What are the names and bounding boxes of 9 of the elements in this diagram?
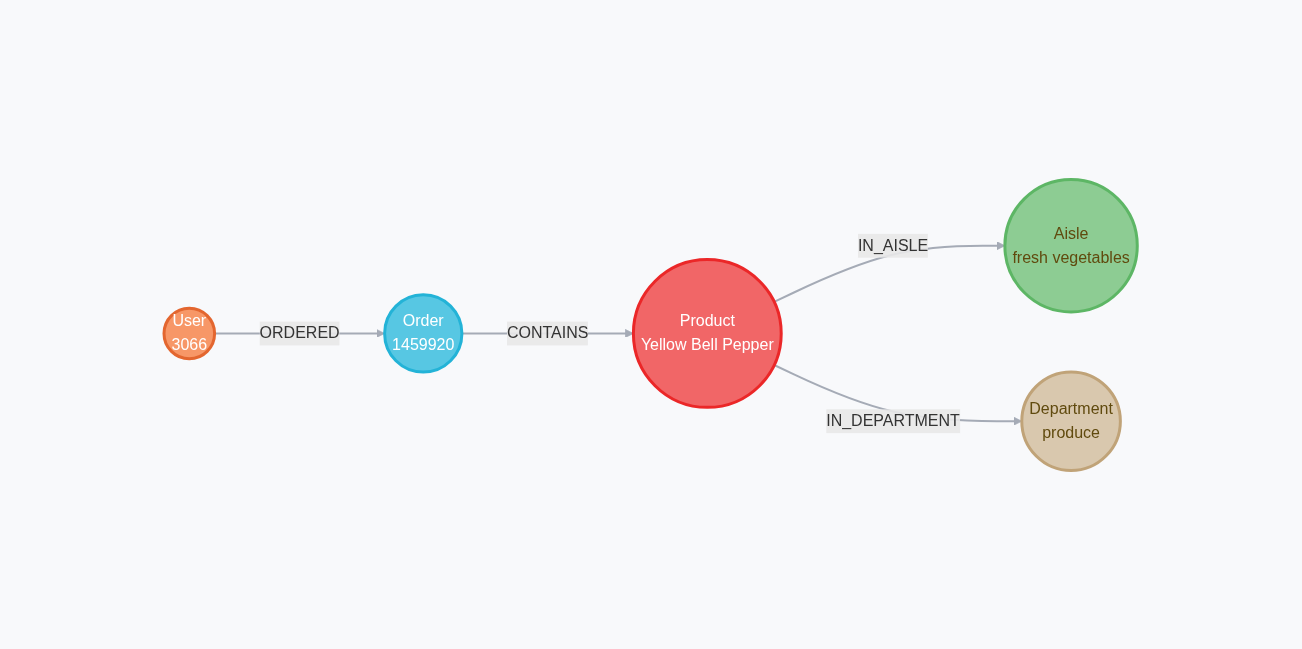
node-circle: Order 1459920 [383,292,464,374]
node-circle: Aisle fresh vegetables [1003,177,1140,313]
edge-label: IN_DEPARTMENT [826,411,961,429]
edge-label: IN_AISLE [858,236,929,254]
edge-label: ORDERED [259,323,340,341]
node-circle: Department produce [1020,369,1123,472]
node-circle: Product Yellow Bell Pepper [632,257,784,409]
edge-label: CONTAINS [507,323,589,341]
node-circle: User 3066 [162,306,217,360]
